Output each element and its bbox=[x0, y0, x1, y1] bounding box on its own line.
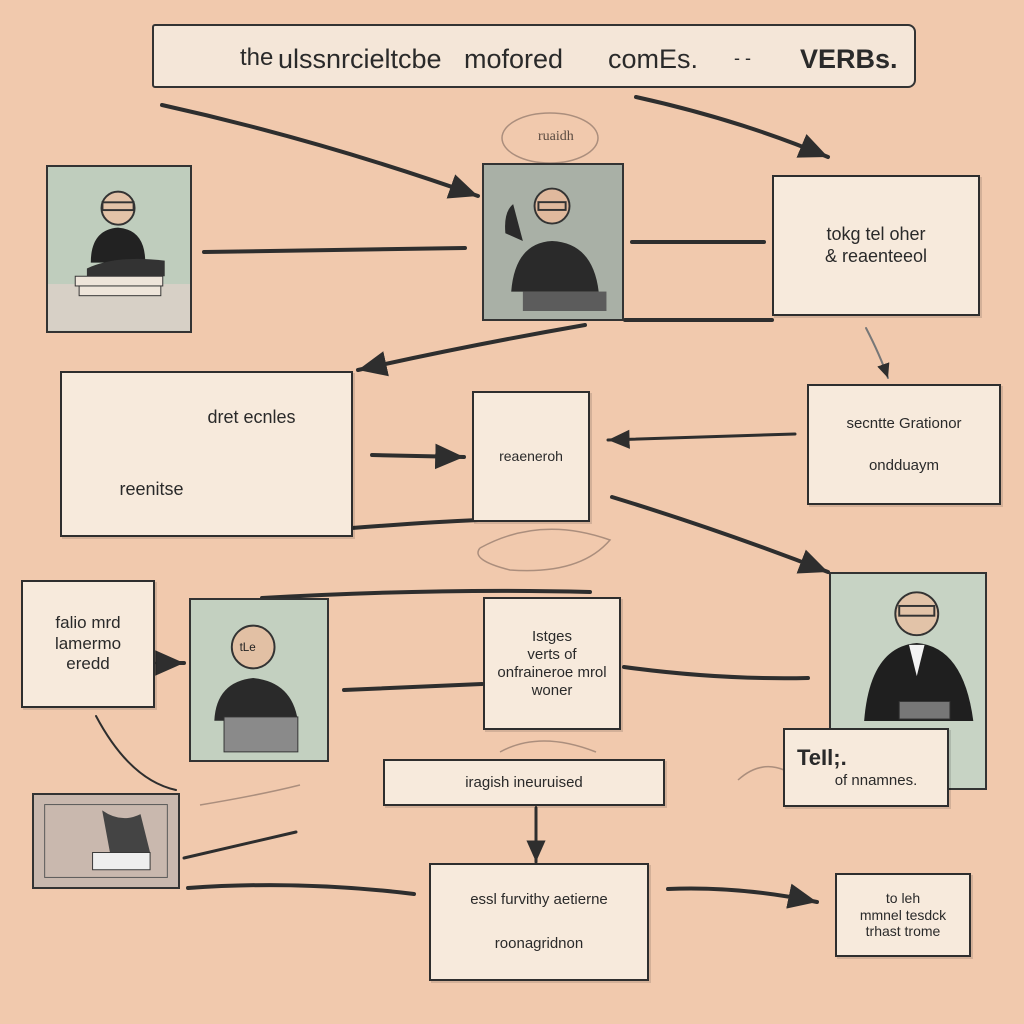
title-word-5: - - bbox=[734, 48, 751, 68]
sketch-scribble-lower bbox=[499, 740, 597, 753]
node-bottom-right: to leh mmnel tesdck trhast trome bbox=[835, 873, 971, 957]
person-icon bbox=[864, 591, 974, 721]
node-center-lower-line2: verts of bbox=[527, 645, 577, 663]
node-center-lower-line4: woner bbox=[531, 681, 573, 699]
sketch-scribble-left bbox=[199, 784, 301, 806]
connector-center-lower-to-right bbox=[622, 665, 810, 681]
arrow-right-to-center bbox=[606, 429, 797, 449]
sketch-image-bottom-left bbox=[32, 793, 180, 889]
connector-portrait-to-center-lower bbox=[342, 682, 484, 692]
node-bar: iragish ineuruised bbox=[383, 759, 665, 806]
node-top-right: tokg tel oher & reaenteeol bbox=[772, 175, 980, 316]
node-left-lower-line2: lamermo bbox=[54, 633, 122, 653]
node-caption: TeIl;. of nnamnes. bbox=[783, 728, 949, 807]
node-caption-line2: of nnamnes. bbox=[834, 771, 918, 789]
node-top-right-line2: & reaenteeol bbox=[824, 245, 928, 266]
portrait-center bbox=[482, 163, 624, 321]
person-icon: tLe bbox=[214, 624, 299, 753]
node-center-line1: reaeneroh bbox=[499, 448, 563, 465]
node-right-mid-line1: secntte Grationor bbox=[846, 414, 962, 432]
connector-sketch-to-bottom bbox=[186, 883, 416, 896]
node-bottom-line2: roonagridnon bbox=[494, 935, 584, 952]
title-word-4: comEs. bbox=[608, 44, 699, 74]
arrow-bottom-to-bottom-right bbox=[666, 883, 819, 909]
title-word-2: ulssnrcieltcbe bbox=[278, 44, 442, 74]
title-word-3: mofored bbox=[464, 44, 564, 74]
node-caption-line1: TeIl;. bbox=[797, 745, 847, 771]
portrait-top-left bbox=[46, 165, 192, 333]
node-left-lower-line1: falio mrd bbox=[55, 613, 121, 633]
node-left-lower-line3: eredd bbox=[66, 654, 110, 674]
node-right-mid-line2: ondduaym bbox=[868, 456, 940, 474]
node-bottom-right-line1: to leh bbox=[885, 889, 921, 906]
node-left-mid: dret ecnles reenitse bbox=[60, 371, 353, 537]
node-center-lower-line3: onfraineroe mrol bbox=[497, 663, 607, 681]
sketch-scribble-top bbox=[501, 112, 599, 164]
desk-sketch-icon bbox=[44, 804, 168, 878]
node-left-mid-line1: dret ecnles bbox=[207, 407, 296, 428]
person-icon bbox=[48, 190, 190, 331]
node-bottom-line1: essl furvithy aetierne bbox=[470, 891, 608, 908]
sketch-scribble-right bbox=[737, 765, 785, 781]
node-bottom-right-line2: mmnel tesdck bbox=[859, 906, 947, 923]
node-right-mid: secntte Grationor ondduaym bbox=[807, 384, 1001, 505]
title-word-6: VERBs. bbox=[800, 44, 898, 74]
sketch-label: ruaidh bbox=[538, 129, 574, 144]
portrait-label: tLe bbox=[240, 641, 256, 654]
arrow-title-to-center-portrait bbox=[160, 103, 480, 199]
node-bar-line1: iragish ineuruised bbox=[465, 773, 583, 791]
node-top-right-line1: tokg tel oher bbox=[826, 223, 926, 244]
node-center-lower: Istges verts of onfraineroe mrol woner bbox=[483, 597, 621, 730]
node-bottom-right-line3: trhast trome bbox=[865, 923, 941, 940]
arrow-title-to-top-right bbox=[634, 95, 830, 159]
arrow-center-to-left-mid bbox=[356, 323, 587, 377]
arrow-top-right-down bbox=[865, 327, 890, 379]
node-center: reaeneroh bbox=[472, 391, 590, 522]
person-icon bbox=[505, 187, 607, 311]
connector-left-portrait-to-center bbox=[202, 246, 467, 254]
node-center-lower-line1: Istges bbox=[531, 627, 573, 645]
connector-left-mid-to-center bbox=[350, 518, 480, 530]
arrow-center-to-right-portrait bbox=[610, 495, 830, 574]
node-left-lower: falio mrd lamermo eredd bbox=[21, 580, 155, 708]
portrait-lower-left: tLe bbox=[189, 598, 329, 762]
arrow-left-mid-to-center bbox=[370, 443, 466, 470]
title-word-1: the bbox=[240, 44, 274, 71]
node-left-mid-line2: reenitse bbox=[119, 479, 184, 499]
connector-sketch-right bbox=[182, 830, 298, 860]
sketch-scribble-center bbox=[477, 528, 612, 572]
title-banner: the ulssnrcieltcbe mofored comEs. - - VE… bbox=[152, 24, 916, 88]
node-bottom: essl furvithy aetierne roonagridnon bbox=[429, 863, 649, 981]
connector-left-lower-down bbox=[95, 715, 177, 791]
